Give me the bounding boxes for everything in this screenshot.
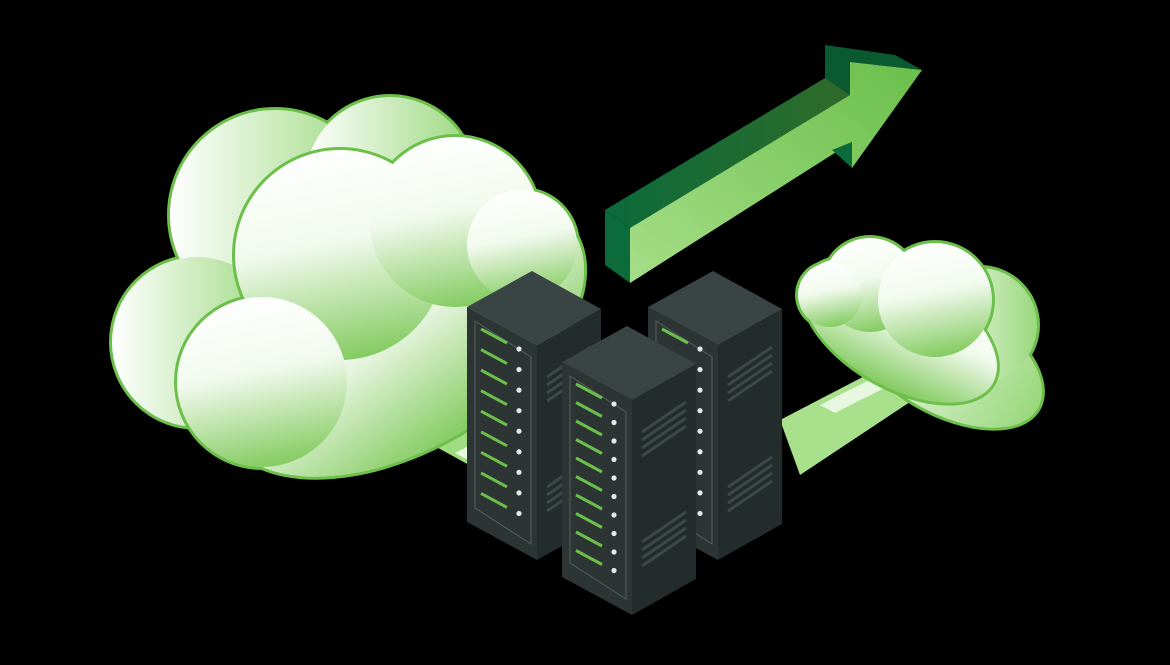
vent-slot <box>641 408 687 442</box>
vent-slot <box>641 424 687 458</box>
server-racks <box>467 271 782 615</box>
drive-slot-light <box>575 401 603 418</box>
vent-slot <box>641 400 687 434</box>
drive-status-led <box>697 510 703 517</box>
vent-slot <box>727 369 773 403</box>
drive-status-led <box>697 428 703 434</box>
large-cloud <box>109 94 588 480</box>
vent-slot <box>727 471 773 505</box>
drive-slot-light <box>480 368 508 386</box>
drive-status-led <box>611 549 617 555</box>
rack-panel <box>569 375 627 600</box>
drive-status-led <box>611 419 617 426</box>
drive-slot-light <box>480 471 508 489</box>
vent-slot <box>641 534 687 568</box>
drive-status-led <box>516 490 522 496</box>
rack-panel <box>474 320 532 545</box>
vent-slot <box>641 526 687 560</box>
drive-slot-light <box>480 348 508 365</box>
drive-slot-light <box>575 475 603 492</box>
drive-slot-light <box>575 493 603 511</box>
drive-slot-light <box>480 409 508 427</box>
drive-status-led <box>697 490 703 496</box>
drive-status-led <box>516 387 522 393</box>
rack-top-face <box>648 271 782 345</box>
small-cloud <box>795 235 1045 431</box>
drive-status-led <box>611 530 617 537</box>
drive-slot-light <box>575 438 603 455</box>
drive-status-led <box>697 387 703 393</box>
drive-status-led <box>697 366 703 373</box>
vent-slot <box>641 416 687 450</box>
rack-side-face <box>718 309 782 560</box>
vent-slot <box>727 479 773 513</box>
drive-slot-light <box>575 419 603 437</box>
drive-slot-light <box>575 530 603 548</box>
vent-slot <box>727 345 773 379</box>
drive-status-led <box>516 346 522 352</box>
drive-status-led <box>697 469 703 475</box>
drive-status-led <box>697 408 703 414</box>
rack-top-face <box>562 326 696 400</box>
drive-status-led <box>611 493 617 500</box>
drive-slot-light <box>480 327 508 345</box>
drive-status-led <box>611 512 617 518</box>
growth-arrow-icon <box>605 45 922 283</box>
drive-status-led <box>516 449 522 455</box>
drive-status-led <box>611 475 617 481</box>
drive-status-led <box>697 346 703 352</box>
drive-status-led <box>611 401 617 407</box>
drive-status-led <box>611 456 617 463</box>
vent-slot <box>727 455 773 489</box>
drive-slot-light <box>575 512 603 529</box>
drive-status-led <box>516 510 522 517</box>
drive-status-led <box>516 366 522 373</box>
drive-slot-light <box>575 382 603 400</box>
drive-status-led <box>516 428 522 434</box>
drive-status-led <box>611 567 617 574</box>
drive-slot-light <box>661 327 689 345</box>
drive-slot-light <box>480 389 508 406</box>
vent-slot <box>727 353 773 387</box>
drive-slot-light <box>480 430 508 448</box>
drive-status-led <box>516 408 522 414</box>
vent-slot <box>727 463 773 497</box>
vent-slot <box>641 510 687 544</box>
rack-top-face <box>467 271 601 345</box>
small-cloud-front <box>795 235 1000 406</box>
drive-status-led <box>611 438 617 444</box>
vent-slot <box>641 518 687 552</box>
rack-side-face <box>632 364 696 615</box>
drive-slot-light <box>480 492 508 509</box>
drive-slot-light <box>575 456 603 474</box>
drive-status-led <box>516 469 522 475</box>
drive-status-led <box>697 449 703 455</box>
drive-slot-light <box>480 451 508 468</box>
drive-slot-light <box>575 549 603 566</box>
server-rack-front <box>562 326 696 615</box>
rack-front-face <box>467 307 537 560</box>
vent-slot <box>727 361 773 395</box>
